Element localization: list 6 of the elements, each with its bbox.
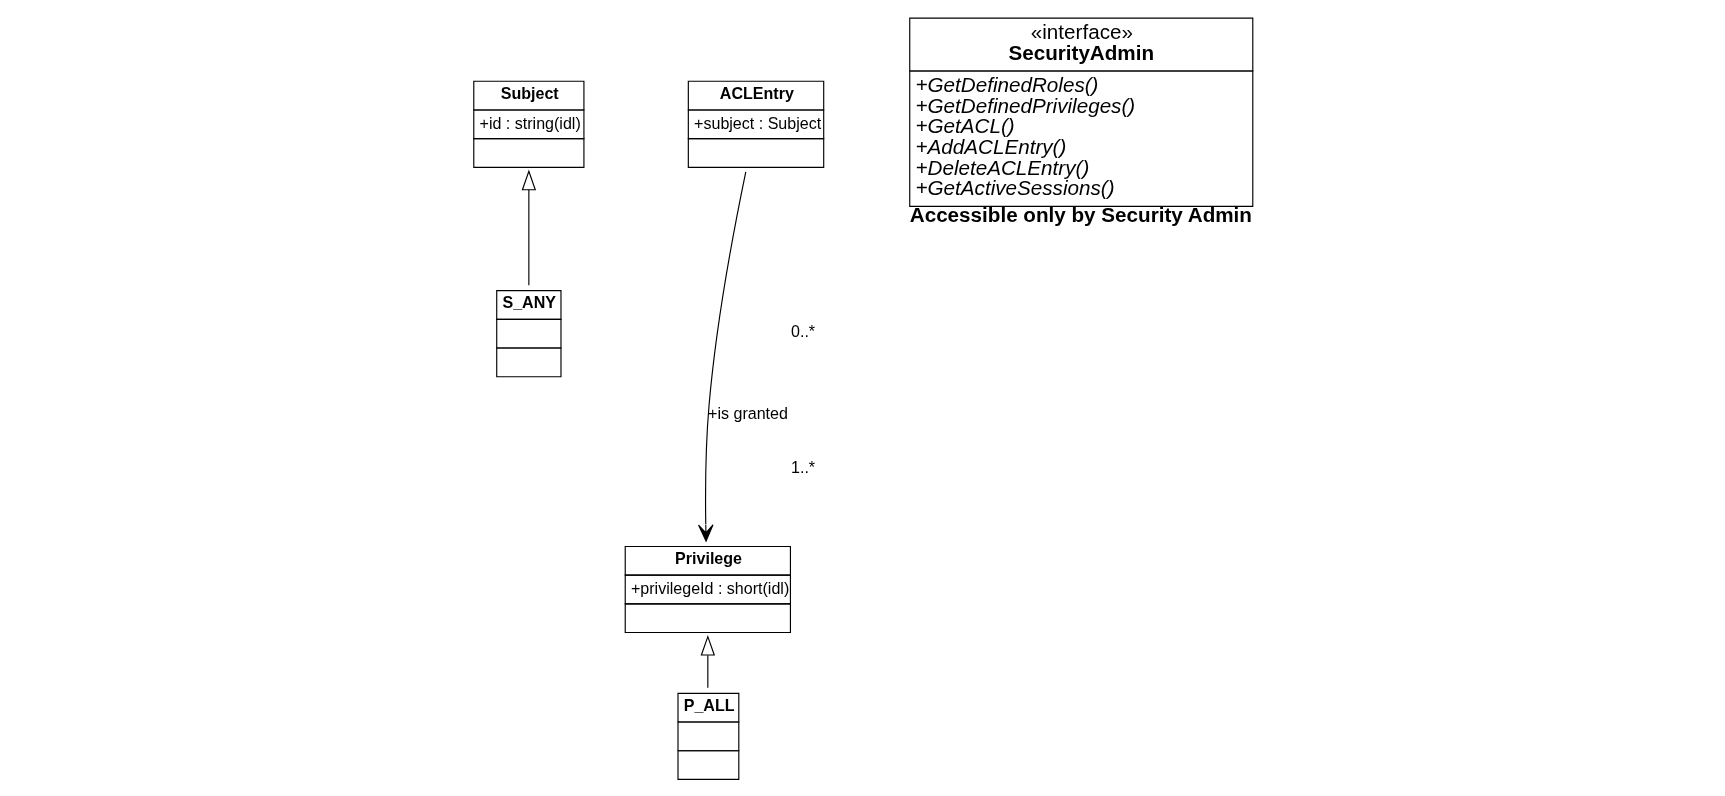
arrow — [521, 169, 536, 286]
arrow — [697, 170, 746, 542]
edge-label: +is granted — [707, 403, 788, 422]
label: 1..* — [790, 457, 815, 476]
label: 0..* — [790, 321, 815, 340]
arrow — [700, 634, 715, 688]
